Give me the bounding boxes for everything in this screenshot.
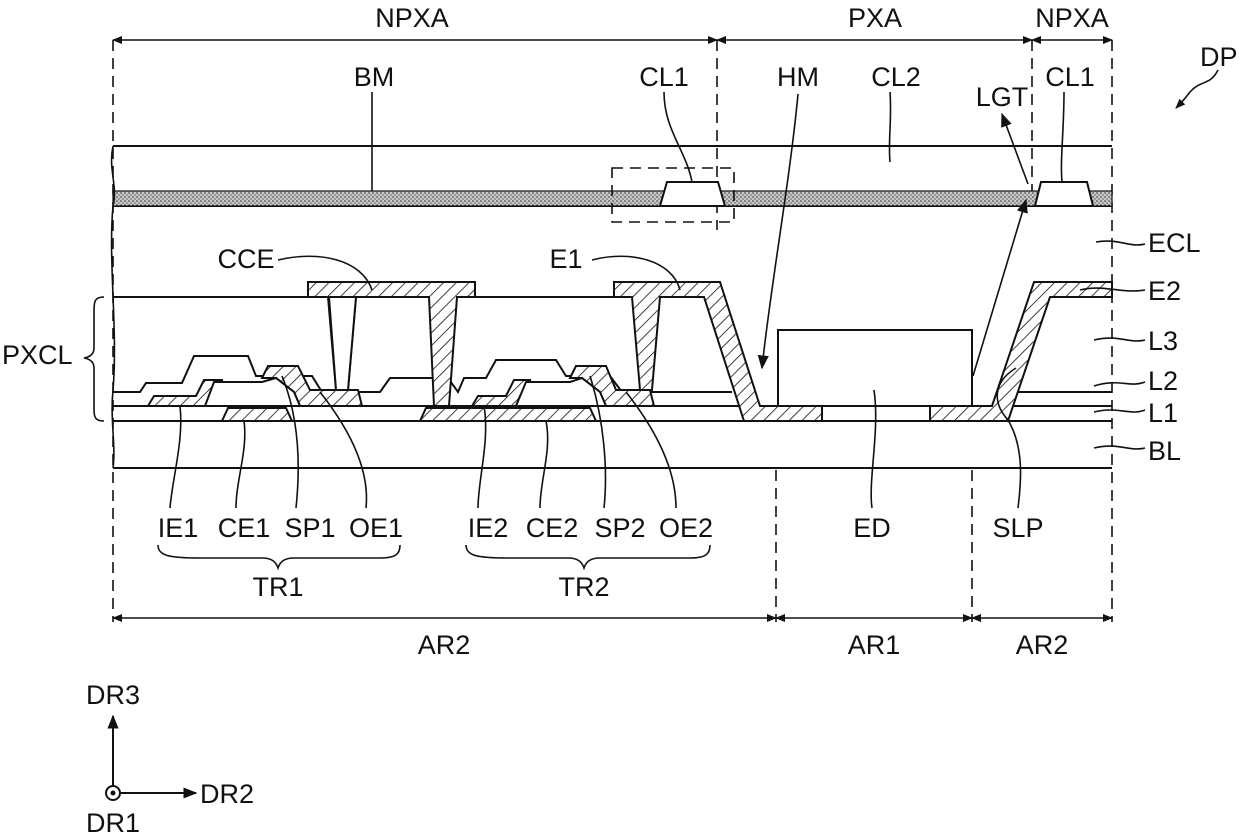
label-l1: L1 [1148, 398, 1178, 428]
figure-reference: DP [1176, 42, 1238, 108]
region-label-ar2-left: AR2 [418, 630, 471, 660]
label-ce2: CE2 [526, 513, 579, 543]
label-ie1: IE1 [158, 513, 199, 543]
region-label-ar2-right: AR2 [1016, 630, 1069, 660]
label-l2: L2 [1148, 366, 1178, 396]
connection-electrode [308, 282, 475, 406]
top-region-dimensions: NPXA PXA NPXA [113, 3, 1112, 40]
label-dr1: DR1 [86, 808, 140, 838]
callouts-right: ECL E2 L3 L2 L1 BL [1080, 228, 1201, 466]
label-hm: HM [777, 62, 819, 92]
region-label-npxa-right: NPXA [1035, 3, 1109, 33]
label-ce1: CE1 [218, 513, 271, 543]
region-label-ar1: AR1 [848, 630, 901, 660]
label-ecl: ECL [1148, 228, 1201, 258]
region-label-npxa-left: NPXA [375, 3, 449, 33]
label-sp2: SP2 [594, 513, 645, 543]
label-cl2: CL2 [871, 62, 921, 92]
color-filter-layer [113, 146, 1112, 222]
bottom-region-dimensions: AR2 AR1 AR2 [113, 618, 1112, 660]
label-bl: BL [1148, 436, 1181, 466]
label-l3: L3 [1148, 326, 1178, 356]
label-bm: BM [354, 62, 395, 92]
direction-axes: DR3 DR2 DR1 [86, 680, 254, 838]
label-cl1-right: CL1 [1045, 62, 1095, 92]
label-tr2: TR2 [558, 572, 609, 602]
label-ed: ED [853, 513, 891, 543]
label-oe1: OE1 [349, 513, 403, 543]
region-label-pxa: PXA [848, 3, 902, 33]
label-cl1-left: CL1 [639, 62, 689, 92]
dp-label: DP [1200, 42, 1238, 72]
transistor-tr2 [420, 366, 654, 421]
base-layer [113, 421, 1112, 468]
label-dr2: DR2 [200, 779, 254, 809]
label-sp1: SP1 [284, 513, 335, 543]
label-lgt: LGT [976, 82, 1029, 112]
label-dr3: DR3 [86, 680, 140, 710]
label-slp: SLP [992, 513, 1043, 543]
pxcl-brace: PXCL [2, 297, 104, 421]
label-pxcl: PXCL [2, 340, 73, 370]
label-oe2: OE2 [659, 513, 713, 543]
label-e1: E1 [549, 244, 582, 274]
label-tr1: TR1 [252, 572, 303, 602]
label-cce: CCE [217, 244, 274, 274]
label-ie2: IE2 [468, 513, 509, 543]
label-e2: E2 [1148, 276, 1181, 306]
